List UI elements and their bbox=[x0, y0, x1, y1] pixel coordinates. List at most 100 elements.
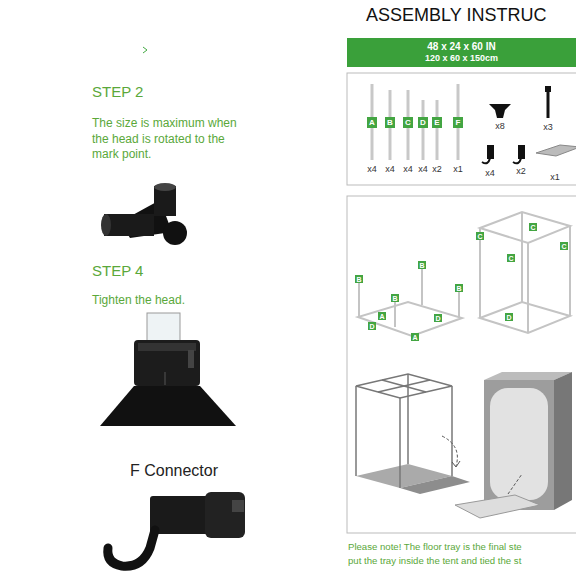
hook-symbol bbox=[482, 158, 490, 163]
quantity: x1 bbox=[443, 164, 473, 176]
part-tag: C bbox=[476, 232, 484, 240]
part-letter: D bbox=[435, 315, 440, 322]
frame-outline bbox=[480, 302, 570, 333]
steps-panel bbox=[347, 196, 576, 533]
pole bbox=[457, 84, 460, 160]
tent-front bbox=[484, 380, 554, 510]
part-letter: C bbox=[530, 224, 535, 231]
part-tag: A bbox=[378, 312, 386, 320]
frame-outline bbox=[480, 212, 570, 243]
part-letter: A bbox=[369, 119, 375, 127]
part-letter: C bbox=[405, 119, 411, 127]
part-letter: C bbox=[508, 255, 513, 262]
part-tag: C bbox=[403, 117, 413, 128]
part-letter: C bbox=[477, 233, 482, 240]
corner-mark bbox=[143, 47, 147, 53]
pole bbox=[479, 228, 481, 318]
part-tag: A bbox=[367, 117, 377, 128]
mark-point bbox=[188, 350, 194, 368]
pole bbox=[394, 298, 396, 327]
motion-arrow bbox=[442, 436, 457, 466]
pole bbox=[521, 212, 523, 302]
quantity: x4 bbox=[375, 164, 405, 176]
strap-head bbox=[545, 86, 551, 92]
connector-arm bbox=[104, 214, 154, 236]
quantity: x8 bbox=[485, 121, 515, 133]
connector-head bbox=[134, 340, 200, 386]
connector-base bbox=[100, 386, 236, 426]
quantity: x2 bbox=[422, 164, 452, 176]
tent-side bbox=[554, 372, 572, 510]
note-text: Please note! The floor tray is the final… bbox=[348, 541, 522, 553]
part-tag: B bbox=[355, 275, 363, 283]
quantity: x4 bbox=[357, 164, 387, 176]
part-tag: D bbox=[505, 313, 513, 321]
part-letter: A bbox=[412, 334, 417, 341]
pole bbox=[527, 243, 529, 333]
part-letter: D bbox=[506, 314, 511, 321]
part-letter: E bbox=[434, 119, 439, 127]
parts-panel bbox=[347, 73, 576, 185]
connector-opening bbox=[101, 214, 111, 236]
title: ASSEMBLY INSTRUC bbox=[366, 4, 546, 27]
part-letter: B bbox=[456, 285, 461, 292]
part-letter: B bbox=[392, 295, 397, 302]
hook-symbol bbox=[108, 530, 155, 566]
pole-group bbox=[372, 84, 458, 160]
part-letter: B bbox=[419, 262, 424, 269]
step-heading: STEP 2 bbox=[92, 82, 143, 102]
floor-tray bbox=[536, 145, 576, 156]
hook-head bbox=[205, 492, 245, 538]
tent-door bbox=[490, 388, 548, 500]
pole bbox=[407, 374, 409, 464]
part-tag: A bbox=[411, 333, 419, 341]
size-text: 48 x 24 x 60 IN bbox=[427, 42, 495, 52]
part-letter: F bbox=[456, 119, 461, 127]
pole bbox=[358, 278, 360, 317]
pole bbox=[569, 226, 571, 316]
strap bbox=[547, 88, 550, 118]
part-letter: D bbox=[369, 323, 374, 330]
part-letter: B bbox=[387, 119, 393, 127]
part-tag: C bbox=[507, 254, 515, 262]
part-tag: C bbox=[560, 242, 568, 250]
quantity: x3 bbox=[533, 122, 563, 134]
part-tag: F bbox=[453, 117, 463, 128]
frame-outline bbox=[356, 374, 452, 398]
frame-base bbox=[358, 262, 462, 336]
floor-flap bbox=[400, 476, 470, 494]
note-text: put the tray inside the tent and tied th… bbox=[348, 555, 521, 567]
frame-assembled bbox=[356, 374, 452, 488]
part-tag: B bbox=[391, 294, 399, 302]
quantity: x2 bbox=[506, 166, 536, 178]
hook-symbol bbox=[513, 158, 521, 163]
floor-tray bbox=[455, 495, 540, 518]
head-ring bbox=[138, 343, 196, 351]
part-letter: B bbox=[356, 276, 361, 283]
pole bbox=[399, 398, 401, 488]
part-tag: D bbox=[368, 322, 376, 330]
part-letter: A bbox=[379, 313, 384, 320]
part-tag: D bbox=[418, 117, 428, 128]
connector-head bbox=[163, 221, 187, 245]
size-band: 48 x 24 x 60 IN 120 x 60 x 150cm bbox=[347, 38, 576, 67]
hook-symbol bbox=[487, 145, 494, 159]
frame-full bbox=[480, 212, 570, 333]
part-letter: C bbox=[561, 243, 566, 250]
motion-arrow bbox=[508, 474, 522, 494]
frame-outline bbox=[358, 302, 462, 336]
part-letter: D bbox=[420, 119, 426, 127]
part-name: F Connector bbox=[130, 461, 218, 482]
seam-line bbox=[165, 372, 166, 385]
cross-bar bbox=[382, 380, 426, 392]
pole bbox=[436, 100, 439, 160]
hook-mark bbox=[232, 500, 244, 512]
step-text: The size is maximum when the head is rot… bbox=[92, 116, 252, 163]
part-tag: C bbox=[529, 223, 537, 231]
pole bbox=[422, 100, 425, 160]
corner-connector bbox=[489, 104, 511, 118]
quantity: x4 bbox=[475, 168, 505, 180]
size-text: 120 x 60 x 150cm bbox=[425, 54, 498, 63]
part-tag: B bbox=[455, 284, 463, 292]
connector-opening bbox=[154, 183, 176, 191]
